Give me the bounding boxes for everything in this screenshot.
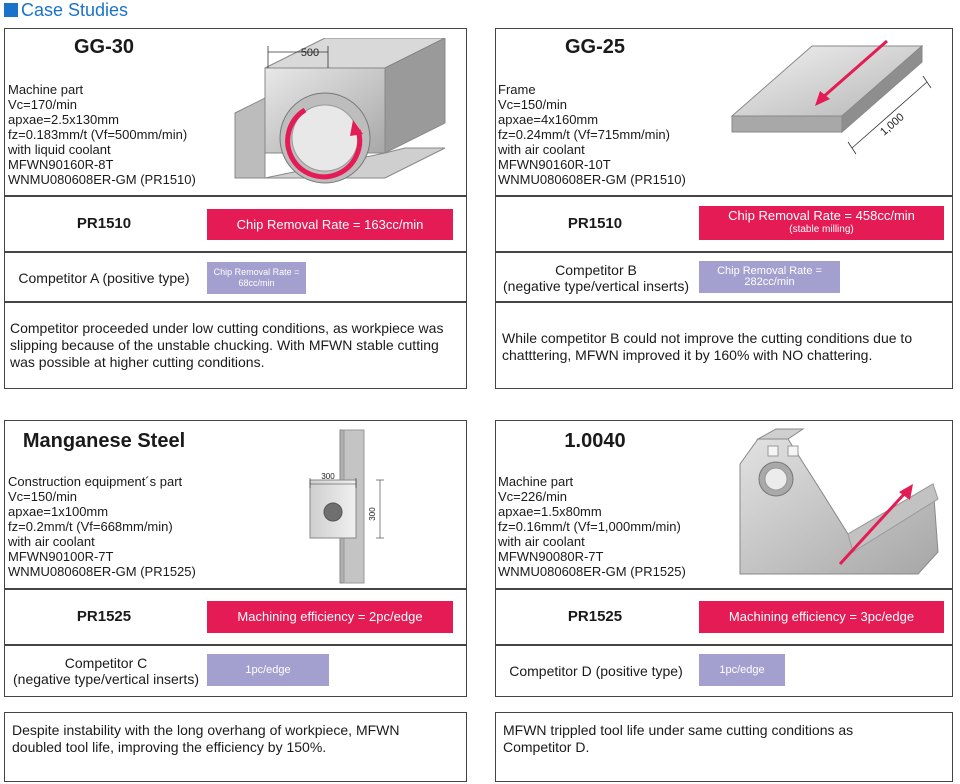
workpiece-gg25-figure: 1,000 (730, 39, 932, 155)
case-1040-grade: PR1525 (567, 608, 623, 625)
header-square-icon (4, 3, 18, 17)
case-1040-note-box (495, 712, 953, 782)
case-gg25-note: While competitor B could not improve the… (502, 330, 913, 363)
case-gg25-competitor-bar: Chip Removal Rate = 282cc/min (699, 261, 840, 293)
spec-line: apxae=1x100mm (8, 504, 109, 519)
spec-line: apxae=1.5x80mm (498, 504, 602, 519)
spec-line: Vc=150/min (498, 97, 568, 112)
spec-line: WNMU080608ER-GM (PR1510) (498, 172, 686, 187)
spec-line: with air coolant (498, 142, 585, 157)
case-gg30-title: GG-30 (73, 36, 135, 58)
spec-line: apxae=2.5x130mm (8, 112, 119, 127)
spec-line: Vc=226/min (498, 489, 568, 504)
case-gg25-result-sub: (stable milling) (789, 224, 854, 235)
case-mn-competitor-type: (negative type/vertical inserts) (13, 671, 199, 687)
spec-line: MFWN90160R-8T (8, 157, 114, 172)
spec-line: Vc=150/min (8, 489, 78, 504)
case-gg25-specs: Frame Vc=150/min apxae=4x160mm fz=0.24mm… (498, 82, 686, 187)
case-gg25-note-box (495, 302, 953, 389)
spec-line: with air coolant (498, 534, 585, 549)
case-gg30-grade: PR1510 (76, 215, 132, 232)
case-gg30-specs: Machine part Vc=170/min apxae=2.5x130mm … (8, 82, 196, 187)
spec-line: fz=0.183mm/t (Vf=500mm/min) (8, 127, 188, 142)
mn-dimension-height: 300 (368, 507, 377, 521)
case-mn-note: Despite instability with the long overha… (12, 722, 400, 755)
case-1040-note: MFWN trippled tool life under same cutti… (503, 722, 854, 755)
case-1040-competitor: Competitor D (positive type) (509, 663, 683, 679)
case-mn-specs: Construction equipment´s part Vc=150/min… (8, 474, 196, 579)
case-mn-competitor-bar: 1pc/edge (207, 654, 329, 686)
case-gg30-note-box (4, 302, 467, 389)
workpiece-mn-figure: 300 300 (309, 429, 384, 584)
spec-line: MFWN90080R-7T (498, 549, 604, 564)
case-mn-result-bar: Machining efficiency = 2pc/edge (207, 601, 453, 633)
spec-line: fz=0.24mm/t (Vf=715mm/min) (498, 127, 670, 142)
case-gg30-result-bar: Chip Removal Rate = 163cc/min (207, 209, 453, 240)
case-gg25-title: GG-25 (564, 36, 626, 58)
case-gg25-result-bar: Chip Removal Rate = 458cc/min (stable mi… (699, 206, 944, 240)
case-gg30-note: Competitor proceeded under low cutting c… (10, 320, 444, 370)
spec-line: WNMU080608ER-GM (PR1525) (498, 564, 686, 579)
case-1040-result-bar: Machining efficiency = 3pc/edge (699, 601, 944, 633)
case-gg25-competitor: Competitor B (negative type/vertical ins… (495, 260, 697, 296)
case-gg30-competitor-bar: Chip Removal Rate = 68cc/min (207, 262, 306, 294)
case-mn-title: Manganese Steel (22, 430, 186, 452)
spec-line: Frame (498, 82, 536, 97)
case-1040-title: 1.0040 (564, 430, 626, 452)
gg25-dimension-label: 1,000 (878, 111, 907, 138)
case-gg25-grade: PR1510 (567, 215, 623, 232)
case-gg30-competitor: Competitor A (positive type) (18, 270, 190, 286)
spec-line: Vc=170/min (8, 97, 78, 112)
spec-line: MFWN90100R-7T (8, 549, 114, 564)
page-header: Case Studies (4, 0, 128, 20)
spec-line: fz=0.2mm/t (Vf=668mm/min) (8, 519, 173, 534)
case-gg25-result: Chip Removal Rate = 458cc/min (728, 208, 915, 223)
spec-line: Machine part (498, 474, 574, 489)
case-gg25-competitor-name: Competitor B (555, 262, 637, 278)
gg30-dimension-label: 500 (301, 47, 319, 59)
case-gg25-competitor-type: (negative type/vertical inserts) (503, 278, 689, 294)
spec-line: apxae=4x160mm (498, 112, 599, 127)
workpiece-1040-figure (739, 428, 939, 575)
case-mn-note-box (4, 712, 467, 782)
spec-line: MFWN90160R-10T (498, 157, 611, 172)
spec-line: with liquid coolant (8, 142, 111, 157)
page-title: Case Studies (21, 0, 129, 20)
workpiece-gg30-figure: 500 (234, 38, 446, 184)
case-mn-grade: PR1525 (76, 608, 132, 625)
spec-line: WNMU080608ER-GM (PR1510) (8, 172, 196, 187)
spec-line: Machine part (8, 82, 84, 97)
case-mn-main-box (4, 420, 467, 589)
case-1040-specs: Machine part Vc=226/min apxae=1.5x80mm f… (498, 474, 686, 579)
case-1040-competitor-bar: 1pc/edge (699, 654, 785, 686)
case-mn-competitor: Competitor C (negative type/vertical ins… (4, 652, 208, 690)
spec-line: WNMU080608ER-GM (PR1525) (8, 564, 196, 579)
spec-line: Construction equipment´s part (8, 474, 183, 489)
spec-line: fz=0.16mm/t (Vf=1,000mm/min) (498, 519, 681, 534)
case-mn-competitor-name: Competitor C (64, 655, 148, 671)
mn-dimension-width: 300 (321, 472, 335, 481)
spec-line: with air coolant (8, 534, 95, 549)
